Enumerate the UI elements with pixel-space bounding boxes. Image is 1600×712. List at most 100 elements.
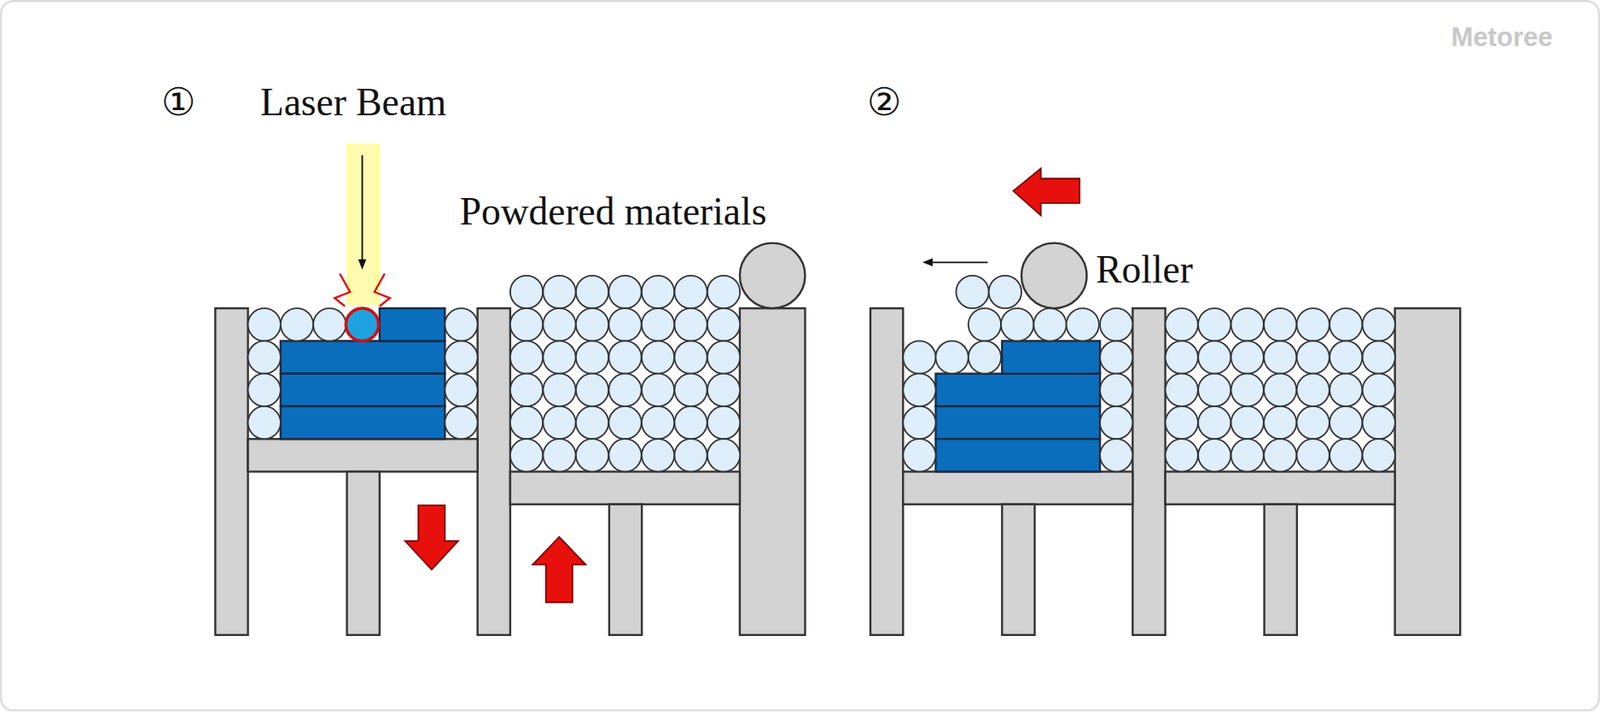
powder-particle <box>510 373 543 407</box>
powder-particle <box>1362 406 1396 439</box>
powder-particle <box>1297 406 1330 439</box>
powder-particle <box>707 275 740 309</box>
powder-particle <box>968 308 1001 341</box>
powder-particle <box>1231 406 1264 439</box>
powder-particle <box>1099 438 1133 472</box>
powder-particle <box>1362 438 1396 472</box>
powder-particle <box>542 308 576 341</box>
powder-particle <box>510 308 543 341</box>
spark <box>374 273 390 306</box>
down-arrow <box>405 505 459 570</box>
powder-particle <box>641 438 675 472</box>
powder-particle <box>1329 308 1362 341</box>
laser-core <box>350 144 376 306</box>
powder-particle <box>1231 340 1264 373</box>
powder-particle <box>1198 438 1231 472</box>
powder-particle <box>248 308 281 341</box>
powder-particle <box>1099 340 1133 373</box>
powder-particle <box>902 438 936 472</box>
powder-particle <box>968 340 1001 373</box>
part-label: Roller <box>1095 250 1193 289</box>
powder-particle <box>1198 406 1231 439</box>
powder-particle <box>1165 308 1199 341</box>
powder-particle <box>936 340 969 373</box>
powder-particle <box>674 438 707 472</box>
powder-particle <box>641 275 675 309</box>
powder-particle <box>902 406 936 439</box>
built-part-2 <box>936 340 1101 472</box>
powder-particle <box>1033 308 1066 341</box>
watermark: Metoree <box>1450 23 1553 51</box>
powder-particle <box>641 340 675 373</box>
powder-particle <box>510 340 543 373</box>
left-arrow <box>1012 168 1080 216</box>
powder-particle <box>902 373 936 407</box>
machine-1 <box>215 308 805 635</box>
part-label: Laser Beam <box>260 82 447 122</box>
powder <box>902 275 1396 472</box>
motion-arrow <box>930 261 989 263</box>
part-label: Powdered materials <box>459 192 768 231</box>
powder-particle <box>707 438 740 472</box>
powder-particle <box>955 275 989 309</box>
powder-particle <box>674 308 707 341</box>
powder-particle <box>674 275 707 309</box>
powder-particle <box>674 340 707 373</box>
powder-particle <box>641 373 675 407</box>
powder-particle <box>1297 308 1330 341</box>
powder-particle <box>576 406 609 439</box>
beam-arrowhead <box>358 259 367 270</box>
powder-particle <box>989 275 1022 309</box>
powder-particle <box>542 373 576 407</box>
powder-particle <box>542 438 576 472</box>
powder <box>248 275 741 472</box>
powder-particle <box>1263 373 1297 407</box>
laser-beam <box>347 144 380 306</box>
powder-particle <box>1165 340 1199 373</box>
powder-particle <box>1297 438 1330 472</box>
powder-particle <box>576 438 609 472</box>
motion-arrowhead <box>922 258 933 268</box>
powder-particle <box>707 308 740 341</box>
powder-particle <box>707 406 740 439</box>
machine-2 <box>870 308 1461 635</box>
powder-particle <box>510 406 543 439</box>
powder-particle <box>707 340 740 373</box>
powder-particle <box>1000 308 1034 341</box>
powder-particle <box>313 308 346 341</box>
powder-particle <box>248 373 281 407</box>
powder-particle <box>1165 438 1199 472</box>
powder-particle <box>1329 438 1362 472</box>
powder-particle <box>707 373 740 407</box>
powder-particle <box>1263 438 1297 472</box>
powder-particle <box>641 406 675 439</box>
powder-particle <box>674 406 707 439</box>
powder-particle <box>1329 373 1362 407</box>
powder-particle <box>1329 340 1362 373</box>
roller <box>1021 243 1088 309</box>
powder-particle <box>1165 406 1199 439</box>
powder-particle <box>1297 373 1330 407</box>
powder-particle <box>608 373 641 407</box>
powder-particle <box>608 275 641 309</box>
up-arrow <box>532 536 586 603</box>
powder-particle <box>1198 308 1231 341</box>
powder-particle <box>1165 373 1199 407</box>
powder-particle <box>1362 373 1396 407</box>
powder-particle <box>1297 340 1330 373</box>
roller <box>739 243 806 309</box>
powder-particle <box>248 406 281 439</box>
powder-particle <box>1066 308 1100 341</box>
powder-particle <box>1231 373 1264 407</box>
powder-particle <box>444 308 478 341</box>
powder-particle <box>542 406 576 439</box>
powder-particle <box>608 438 641 472</box>
powder-particle <box>444 373 478 407</box>
powder-particle <box>902 340 936 373</box>
fused-particle <box>345 308 379 341</box>
powder-particle <box>1362 340 1396 373</box>
powder-particle <box>1099 406 1133 439</box>
powder-particle <box>576 340 609 373</box>
